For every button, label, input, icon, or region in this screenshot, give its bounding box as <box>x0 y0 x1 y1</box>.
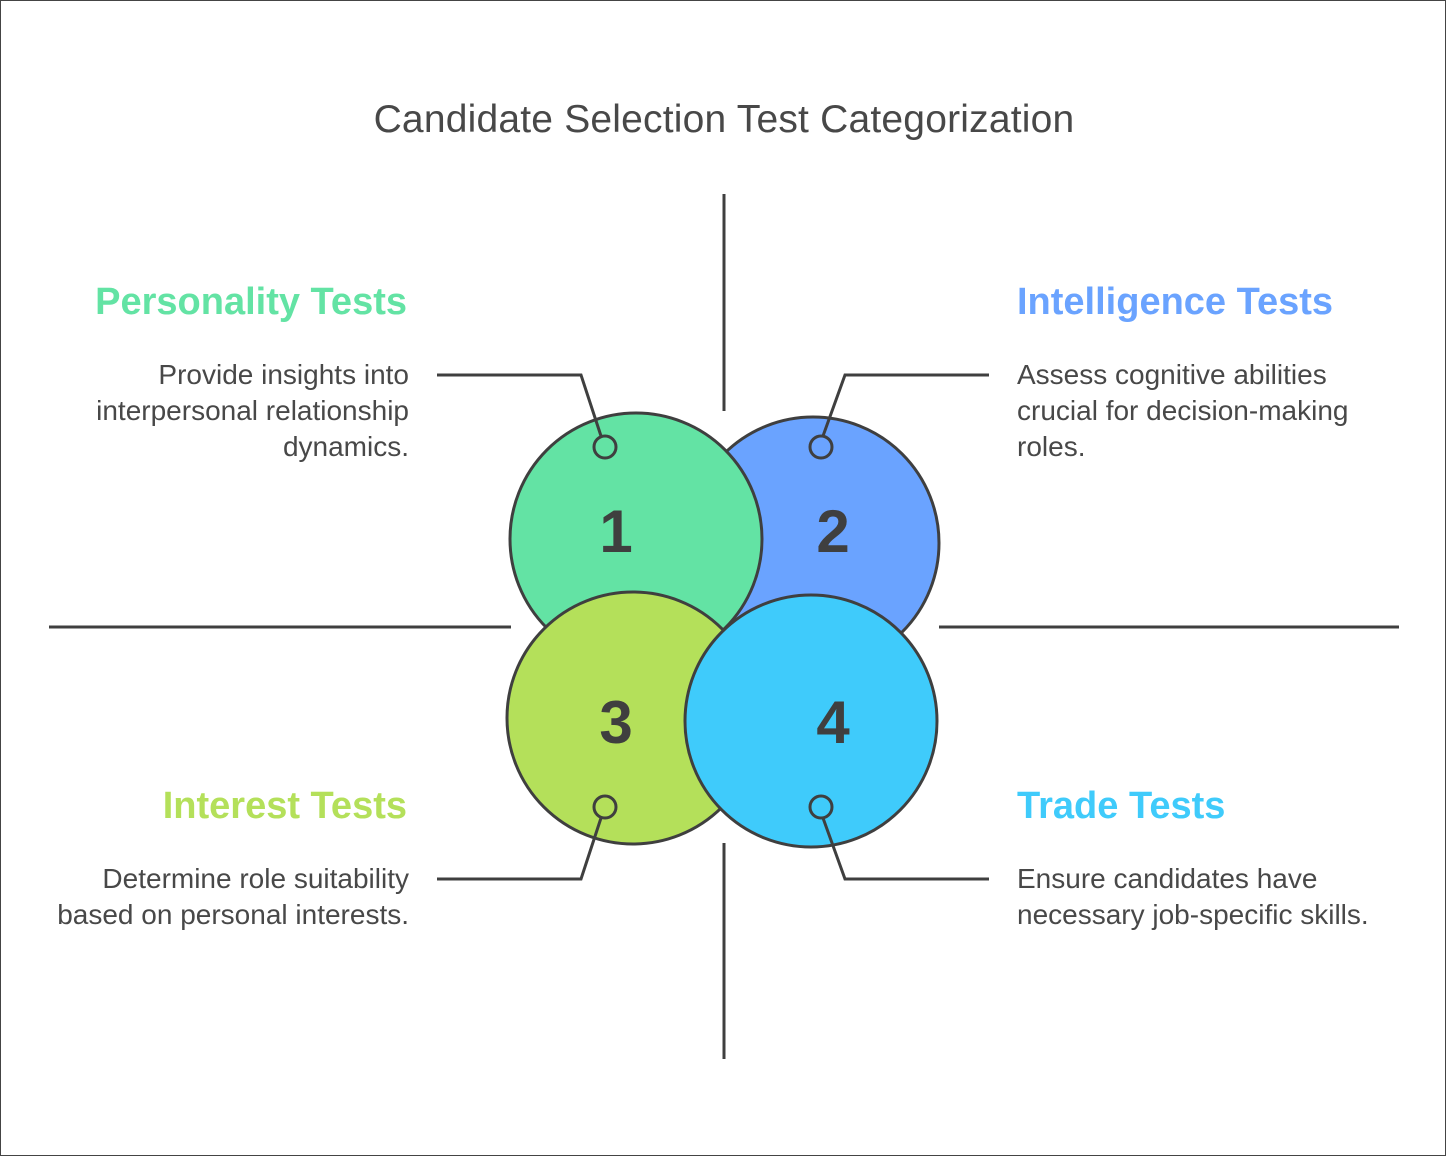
connector-dot-3 <box>592 794 618 820</box>
heading-intelligence-tests: Intelligence Tests <box>1017 281 1334 323</box>
connector-1 <box>437 373 603 437</box>
connector-3 <box>437 817 603 881</box>
heading-trade-tests: Trade Tests <box>1017 785 1226 827</box>
circle-number-3: 3 <box>599 689 632 756</box>
connector-dot-2 <box>808 434 834 460</box>
connector-dot-4 <box>808 794 834 820</box>
description-trade-tests: Ensure candidates have necessary job-spe… <box>1017 863 1369 930</box>
heading-interest-tests: Interest Tests <box>162 785 407 827</box>
circle-number-2: 2 <box>816 498 849 565</box>
circle-number-4: 4 <box>816 689 850 756</box>
circle-4 <box>683 593 939 849</box>
diagram-title: Candidate Selection Test Categorization <box>373 98 1075 141</box>
description-intelligence-tests: Assess cognitive abilities crucial for d… <box>1017 359 1349 462</box>
heading-personality-tests: Personality Tests <box>95 281 407 323</box>
connector-4 <box>821 817 989 881</box>
description-interest-tests: Determine role suitability based on pers… <box>57 863 409 930</box>
connector-dot-1 <box>592 434 618 460</box>
description-personality-tests: Provide insights into interpersonal rela… <box>96 359 409 462</box>
connector-2 <box>821 373 989 437</box>
circle-number-1: 1 <box>599 498 632 565</box>
